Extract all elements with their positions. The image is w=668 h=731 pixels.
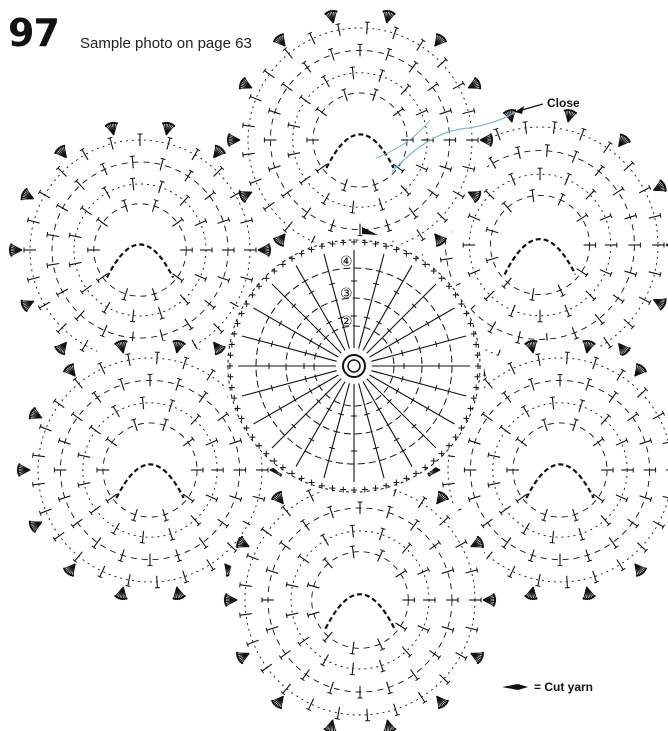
center-motif: ④ ③ ② [224,236,484,496]
round-marker: ③ [340,286,353,302]
round-marker: ② [340,314,353,330]
legend: = Cut yarn [500,680,593,694]
close-label: Close [547,96,580,110]
cut-yarn-icon [500,682,530,692]
legend-cut-yarn-label: = Cut yarn [534,680,593,694]
round-marker: ④ [340,254,353,270]
